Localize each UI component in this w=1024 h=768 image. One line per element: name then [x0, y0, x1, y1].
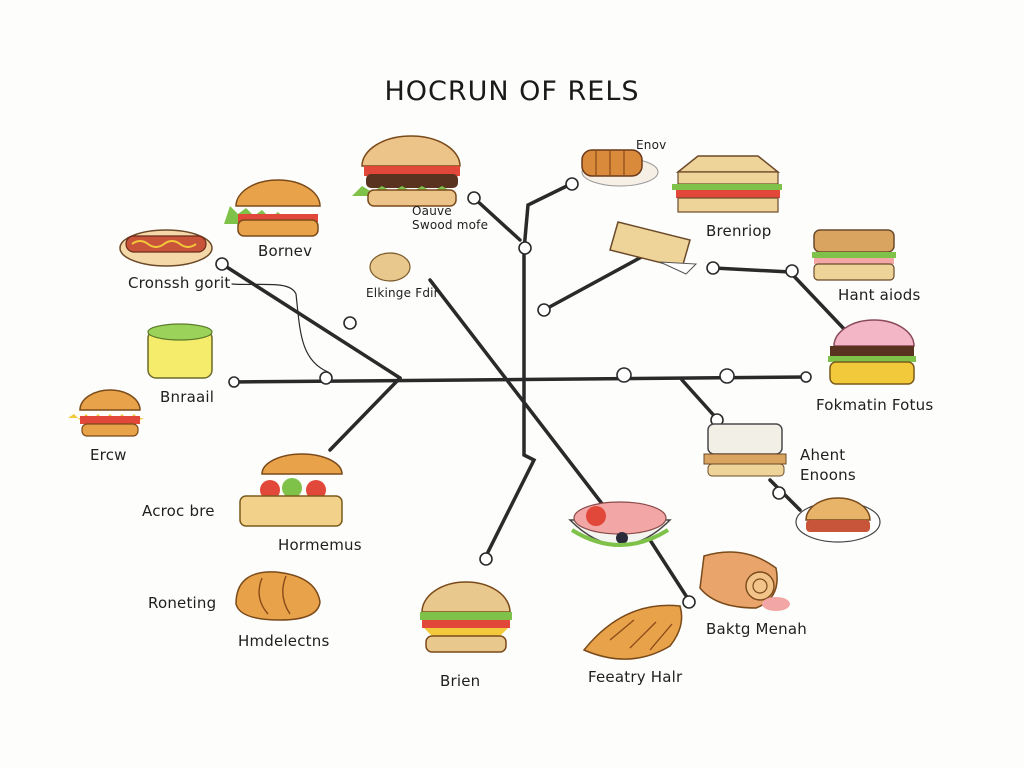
burger-small-icon: [68, 389, 144, 437]
node: [682, 595, 696, 609]
label-ercw: Ercw: [90, 446, 127, 464]
croissant-icon: [582, 604, 683, 660]
diagonal-line-right: [542, 246, 660, 312]
node: [785, 264, 799, 278]
right-mid-line: [680, 378, 720, 422]
label-feeatry: Feeatry Halr: [588, 668, 683, 686]
label-hmdelectns: Hmdelectns: [238, 632, 330, 650]
bowl-icon: [568, 501, 672, 547]
node: [319, 371, 333, 385]
label-hant: Hant aiods: [838, 286, 921, 304]
layered-toast-icon: [703, 423, 787, 477]
label-swood: Swood mofe: [412, 218, 489, 232]
label-bornev: Bornev: [258, 242, 313, 260]
label-fokmation: Fokmatin Fotus: [816, 396, 934, 414]
node: [772, 486, 786, 500]
node: [616, 367, 632, 383]
label-ahent: Ahent: [800, 446, 846, 464]
label-brien: Brien: [440, 672, 481, 690]
connector-nodes: [215, 177, 812, 609]
node: [719, 368, 735, 384]
diagonal-line-center: [428, 278, 605, 507]
node: [467, 191, 481, 205]
node: [479, 552, 493, 566]
cookie-icon: [369, 252, 411, 282]
pastry-icon: [581, 149, 659, 187]
bread-box-icon: [239, 453, 343, 527]
label-roneting: Roneting: [148, 594, 217, 612]
node: [228, 376, 240, 388]
label-enov: Enov: [636, 138, 667, 152]
club-sandwich-icon: [812, 229, 896, 281]
node: [565, 177, 579, 191]
label-oauve: Oauve: [412, 204, 452, 218]
node: [706, 261, 720, 275]
label-acroc: Acroc bre: [142, 502, 215, 520]
jar-icon: [147, 323, 213, 379]
bun-plate-icon: [795, 497, 881, 543]
label-elkinge: Elkinge Fdir: [366, 286, 439, 300]
big-burger-icon: [352, 135, 461, 207]
bottom-right-line: [648, 538, 692, 604]
main-vertical-line: [484, 180, 577, 558]
diagram-title: HOCRUN OF RELS: [384, 76, 640, 107]
burger-icon: [224, 179, 321, 237]
label-bnraail: Bnraail: [160, 388, 215, 406]
top-small-line: [472, 196, 522, 242]
burger-ham-icon: [828, 319, 916, 385]
node: [343, 316, 357, 330]
label-enoons: Enoons: [800, 466, 856, 484]
diagonal-line-mid: [328, 376, 402, 452]
wavy-line: [231, 283, 329, 373]
label-baktg: Baktg Menah: [706, 620, 807, 638]
meat-roll-icon: [699, 551, 790, 611]
node: [215, 257, 229, 271]
node: [537, 303, 551, 317]
diagonal-line-left: [220, 262, 402, 380]
label-hormemus: Hormemus: [278, 536, 362, 554]
cheeseburger-icon: [420, 581, 512, 653]
hotdog-icon: [119, 229, 213, 267]
sandwich-icon: [672, 155, 782, 213]
toast-icon: [609, 221, 698, 275]
label-brenriop: Brenriop: [706, 222, 772, 240]
node: [518, 241, 532, 255]
croissant-roll-icon: [235, 571, 321, 621]
label-crossing: Cronssh gorit: [128, 274, 231, 292]
node: [800, 371, 812, 383]
